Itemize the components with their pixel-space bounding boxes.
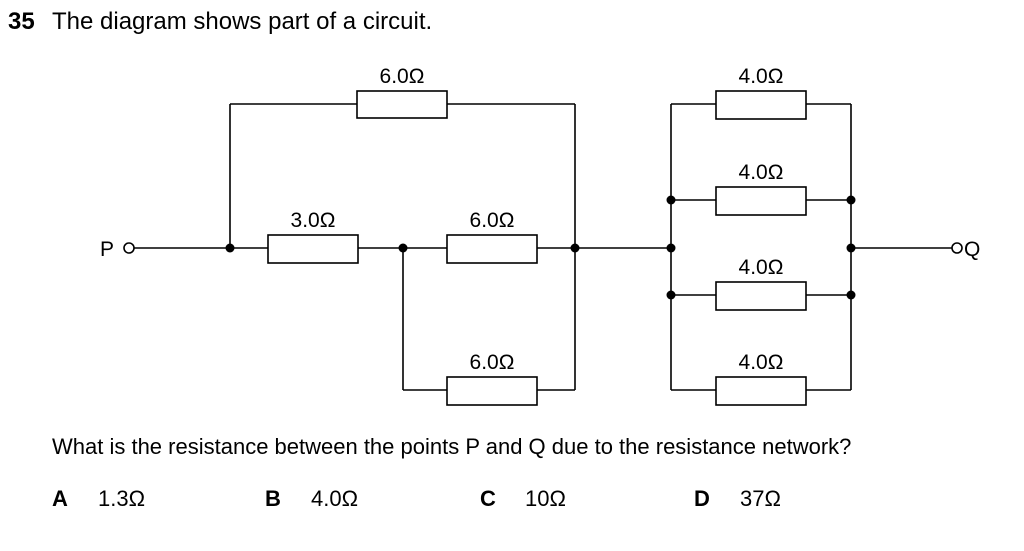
label-r-mid: 6.0Ω [470,209,515,232]
label-r-par4: 4.0Ω [739,351,784,374]
resistor-par3 [715,281,807,311]
label-r-par3: 4.0Ω [739,256,784,279]
label-r-top: 6.0Ω [380,65,425,88]
option-d-letter: D [694,486,710,511]
resistor-series [267,234,359,264]
question-number: 35 [8,8,35,35]
label-p: P [100,238,114,261]
resistor-par2 [715,186,807,216]
label-r-par2: 4.0Ω [739,161,784,184]
label-r-series: 3.0Ω [291,209,336,232]
resistor-par1 [715,90,807,120]
junction-dot [225,243,235,253]
circuit-diagram: P Q 6.0Ω 3.0Ω 6.0Ω 6.0Ω 4.0Ω 4.0Ω 4.0Ω 4… [100,65,980,406]
junction-dot [666,243,676,253]
label-r-par1: 4.0Ω [739,65,784,88]
resistor-par4 [715,376,807,406]
terminal-p [123,242,135,254]
junction-dot [666,290,676,300]
junction-dot [666,195,676,205]
option-d-value: 37Ω [740,486,781,511]
option-b-value: 4.0Ω [311,486,359,511]
junction-dot [398,243,408,253]
junction-dot [846,243,856,253]
terminal-q [951,242,963,254]
label-r-bottom: 6.0Ω [470,351,515,374]
resistor-top [356,90,448,119]
resistor-mid [446,234,538,264]
option-b-letter: B [265,486,281,511]
junction-dot [846,290,856,300]
option-c-letter: C [480,486,496,511]
question-prompt: What is the resistance between the point… [52,434,852,459]
junction-dot [846,195,856,205]
option-c-value: 10Ω [525,486,566,511]
option-a-letter: A [52,486,68,511]
resistor-bottom [446,376,538,406]
option-a-value: 1.3Ω [98,486,146,511]
label-q: Q [964,238,980,261]
junction-dot [570,243,580,253]
question-stem: The diagram shows part of a circuit. [52,8,433,35]
